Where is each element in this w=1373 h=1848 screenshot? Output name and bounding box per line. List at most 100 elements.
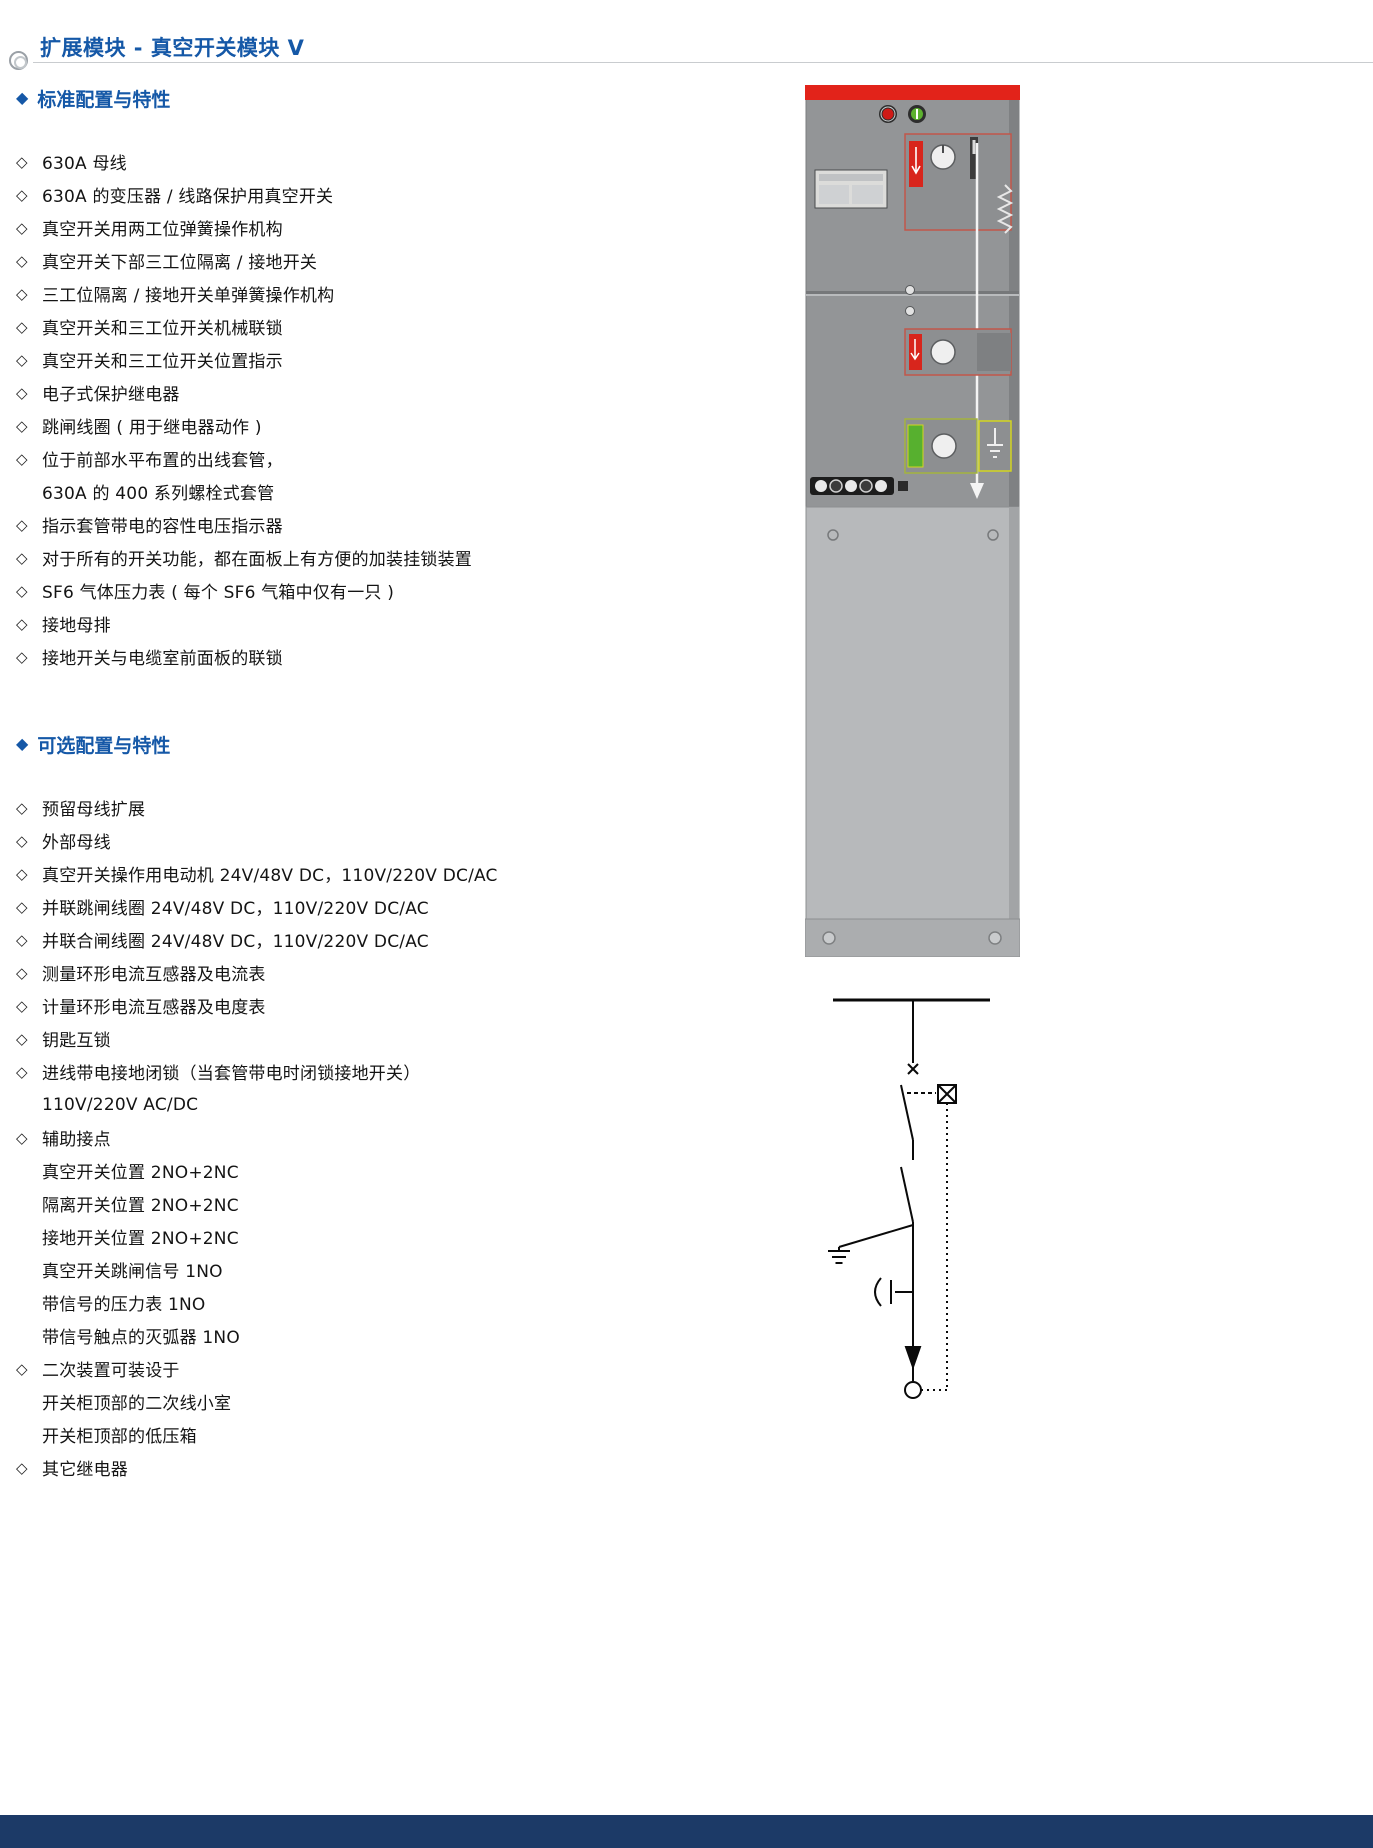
diamond-bullet-icon: ◇: [16, 864, 28, 883]
voltage-indicator-box: [937, 1084, 957, 1104]
feature-item-text: 接地开关与电缆室前面板的联锁: [42, 649, 283, 669]
optional-feature-list: ◇预留母线扩展◇外部母线◇真空开关操作用电动机 24V/48V DC，110V/…: [16, 791, 786, 1484]
disconnector-blade: [900, 1166, 914, 1223]
diamond-bullet-icon: ◇: [16, 897, 28, 916]
terminal-strip: [810, 477, 908, 495]
feature-item: ◇测量环形电流互感器及电流表: [16, 956, 786, 989]
diamond-bullet-icon: ◇: [16, 1062, 28, 1081]
feature-item-text: 位于前部水平布置的出线套管，: [42, 451, 283, 471]
diamond-bullet-icon: ◇: [16, 581, 28, 600]
feature-item-text: 110V/220V AC/DC: [42, 1094, 199, 1115]
title-divider: [33, 62, 1373, 63]
feature-item-text: 真空开关位置 2NO+2NC: [42, 1163, 239, 1183]
diamond-bullet-icon: ◇: [16, 317, 28, 336]
feature-item-text: 630A 的变压器 / 线路保护用真空开关: [42, 187, 334, 207]
filled-diamond-icon: ◆: [16, 88, 29, 107]
feature-item: ◇真空开关和三工位开关机械联锁: [16, 310, 786, 343]
feature-item-text: 预留母线扩展: [42, 800, 146, 820]
feature-item: ◇指示套管带电的容性电压指示器: [16, 508, 786, 541]
diamond-bullet-icon: ◇: [16, 930, 28, 949]
feature-item: ◇ 计量环形电流互感器及电度表: [16, 989, 786, 1022]
rating-plate: [814, 169, 888, 209]
diamond-bullet-icon: ◇: [16, 383, 28, 402]
single-line-diagram: [815, 985, 1020, 1440]
diamond-bullet-icon: ◇: [16, 350, 28, 369]
diamond-bullet-icon: ◇: [16, 152, 28, 171]
diamond-bullet-icon: ◇: [16, 996, 28, 1015]
feature-item-text: 计量环形电流互感器及电度表: [42, 998, 266, 1018]
feature-item-text: 真空开关操作用电动机 24V/48V DC，110V/220V DC/AC: [42, 866, 498, 886]
feature-item: 真空开关跳闸信号 1NO: [16, 1253, 786, 1286]
diamond-bullet-icon: ◇: [16, 1128, 28, 1147]
spring-symbol: [996, 184, 1014, 234]
feature-item: ◇接地开关与电缆室前面板的联锁: [16, 640, 786, 673]
feature-item: 隔离开关位置 2NO+2NC: [16, 1187, 786, 1220]
feature-item-text: 真空开关跳闸信号 1NO: [42, 1262, 223, 1282]
vacuum-switch-blade: [900, 1084, 914, 1141]
switchgear-cabinet-photo: [804, 85, 1021, 958]
feature-item-text: 带信号的压力表 1NO: [42, 1295, 206, 1315]
feature-item-text: 对于所有的开关功能，都在面板上有方便的加装挂锁装置: [42, 550, 472, 570]
earth-symbol-icon: [987, 428, 1003, 458]
feature-item: ◇ 三工位隔离 / 接地开关单弹簧操作机构: [16, 277, 786, 310]
registration-ring-icon: [9, 51, 28, 70]
feature-item: 开关柜顶部的二次线小室: [16, 1385, 786, 1418]
feature-item: ◇630A 母线: [16, 145, 786, 178]
indicator-window: [905, 306, 915, 316]
diamond-bullet-icon: ◇: [16, 284, 28, 303]
feature-item: ◇跳闸线圈 ( 用于继电器动作 ): [16, 409, 786, 442]
feature-item: ◇ 进线带电接地闭锁（当套管带电时闭锁接地开关）: [16, 1055, 786, 1088]
cabinet-illustration: [804, 85, 1021, 958]
feature-item-text: 并联合闸线圈 24V/48V DC，110V/220V DC/AC: [42, 932, 429, 952]
feature-item-text: 进线带电接地闭锁（当套管带电时闭锁接地开关）: [42, 1064, 421, 1084]
feature-item-text: 开关柜顶部的二次线小室: [42, 1394, 232, 1414]
feature-item: ◇真空开关下部三工位隔离 / 接地开关: [16, 244, 786, 277]
section-heading: ◆ 可选配置与特性: [16, 730, 786, 758]
page-title: 扩展模块 - 真空开关模块 V: [40, 36, 305, 60]
feature-item: ◇ 真空开关和三工位开关位置指示: [16, 343, 786, 376]
feature-item: 630A 的 400 系列螺栓式套管: [16, 475, 786, 508]
feature-item: ◇ 并联合闸线圈 24V/48V DC，110V/220V DC/AC: [16, 923, 786, 956]
feature-item: 开关柜顶部的低压箱: [16, 1418, 786, 1451]
feature-item: ◇其它继电器: [16, 1451, 786, 1484]
feature-item-text: 真空开关用两工位弹簧操作机构: [42, 220, 283, 240]
diamond-bullet-icon: ◇: [16, 831, 28, 850]
cabinet-top-red-strip: [805, 85, 1020, 100]
indicator-window: [905, 285, 915, 295]
feature-item: 带信号的压力表 1NO: [16, 1286, 786, 1319]
feature-item: ◇并联跳闸线圈 24V/48V DC，110V/220V DC/AC: [16, 890, 786, 923]
diamond-bullet-icon: ◇: [16, 185, 28, 204]
feature-item: ◇ 外部母线: [16, 824, 786, 857]
diamond-bullet-icon: ◇: [16, 449, 28, 468]
feature-item: ◇钥匙互锁: [16, 1022, 786, 1055]
feature-item-text: 接地开关位置 2NO+2NC: [42, 1229, 239, 1249]
section-heading-text: 可选配置与特性: [37, 734, 171, 757]
feature-item: ◇电子式保护继电器: [16, 376, 786, 409]
breaker-cross-icon: [907, 1063, 919, 1075]
feature-item-text: 带信号触点的灭弧器 1NO: [42, 1328, 240, 1348]
feature-item-text: 开关柜顶部的低压箱: [42, 1427, 197, 1447]
section-heading-text: 标准配置与特性: [37, 88, 171, 111]
feature-item: ◇真空开关用两工位弹簧操作机构: [16, 211, 786, 244]
feature-item-text: SF6 气体压力表 ( 每个 SF6 气箱中仅有一只 ): [42, 583, 395, 603]
diamond-bullet-icon: ◇: [16, 251, 28, 270]
standard-feature-list: ◇630A 母线◇630A 的变压器 / 线路保护用真空开关◇真空开关用两工位弹…: [16, 145, 786, 673]
feature-item: ◇ SF6 气体压力表 ( 每个 SF6 气箱中仅有一只 ): [16, 574, 786, 607]
diamond-bullet-icon: ◇: [16, 963, 28, 982]
section-heading: ◆ 标准配置与特性: [16, 84, 786, 112]
feature-item: ◇ 位于前部水平布置的出线套管，: [16, 442, 786, 475]
capacitive-voltage-tap: [874, 1277, 913, 1307]
feature-item-text: 外部母线: [42, 833, 111, 853]
diamond-bullet-icon: ◇: [16, 1029, 28, 1048]
cable-arrow: [904, 1346, 922, 1371]
cabinet-side-shade: [1009, 99, 1019, 507]
feature-item: ◇辅助接点: [16, 1121, 786, 1154]
feature-item-text: 630A 的 400 系列螺栓式套管: [42, 484, 275, 504]
mimic-arrow: [970, 483, 984, 499]
feature-item-text: 真空开关和三工位开关位置指示: [42, 352, 283, 372]
feature-item: ◇预留母线扩展: [16, 791, 786, 824]
feature-item: ◇ 真空开关操作用电动机 24V/48V DC，110V/220V DC/AC: [16, 857, 786, 890]
feature-item-text: 三工位隔离 / 接地开关单弹簧操作机构: [42, 286, 335, 306]
feature-item: 接地开关位置 2NO+2NC: [16, 1220, 786, 1253]
screw-icon: [827, 529, 839, 541]
